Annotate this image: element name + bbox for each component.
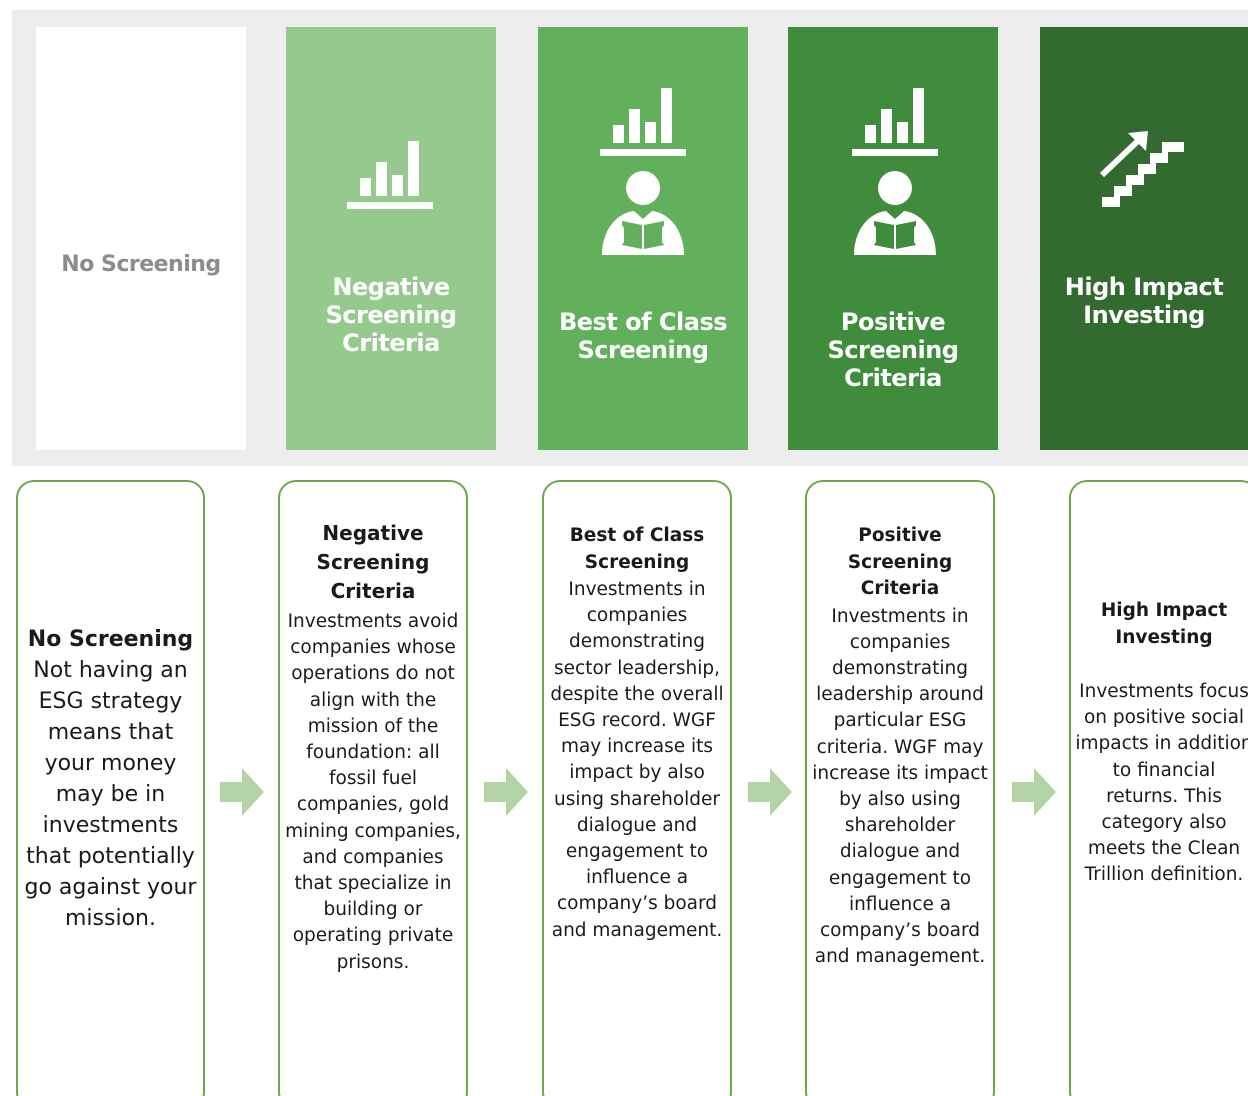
card-title: Positive Screening Criteria	[847, 525, 953, 599]
card-body: Investments in companies demonstrating s…	[550, 579, 724, 941]
bar-chart-icon	[600, 88, 686, 156]
card-title: Negative Screening Criteria	[316, 521, 430, 603]
card-text: Negative Screening Criteria Investments …	[284, 519, 462, 976]
arrow-right-icon	[1012, 768, 1056, 816]
card-body: Investments in companies demonstrating l…	[812, 605, 988, 968]
reader-icon	[602, 171, 684, 255]
card-title: Best of Class Screening	[569, 525, 705, 573]
stairs-arrow-icon	[1099, 131, 1184, 207]
card-body: Investments avoid companies whose operat…	[285, 611, 461, 973]
panel-title: No Screening	[61, 252, 221, 277]
card-body: Investments focus on positive social imp…	[1075, 681, 1248, 886]
panel-title: Best of Class Screening	[558, 308, 728, 364]
panel-negative-screening: Negative Screening Criteria	[286, 27, 496, 450]
card-title: No Screening	[27, 627, 194, 652]
panel-positive-screening: Positive Screening Criteria	[788, 27, 998, 450]
card-text: Best of Class Screening Investments in c…	[548, 523, 726, 944]
bar-chart-icon	[852, 88, 938, 156]
arrow-right-icon	[748, 768, 792, 816]
panel-no-screening: No Screening	[36, 27, 246, 450]
panel-high-impact: High Impact Investing	[1040, 27, 1248, 450]
card-title: High Impact Investing	[1100, 600, 1228, 648]
panel-best-of-class: Best of Class Screening	[538, 27, 748, 450]
panel-title: Positive Screening Criteria	[827, 308, 959, 392]
card-negative-screening: Negative Screening Criteria Investments …	[278, 480, 468, 1096]
card-positive-screening: Positive Screening Criteria Investments …	[805, 480, 995, 1096]
reader-icon	[854, 171, 936, 255]
arrow-right-icon	[484, 768, 528, 816]
card-text: High Impact Investing Investments focus …	[1075, 597, 1248, 889]
card-best-of-class: Best of Class Screening Investments in c…	[542, 480, 732, 1096]
card-no-screening: No Screening Not having an ESG strategy …	[16, 480, 205, 1096]
panel-title: Negative Screening Criteria	[325, 273, 457, 357]
card-high-impact: High Impact Investing Investments focus …	[1069, 480, 1248, 1096]
card-text: Positive Screening Criteria Investments …	[811, 523, 989, 970]
bar-chart-icon	[347, 141, 433, 209]
arrow-right-icon	[220, 768, 264, 816]
panel-title: High Impact Investing	[1064, 273, 1224, 329]
card-text: No Screening Not having an ESG strategy …	[22, 624, 199, 934]
card-body: Not having an ESG strategy means that yo…	[24, 658, 197, 931]
